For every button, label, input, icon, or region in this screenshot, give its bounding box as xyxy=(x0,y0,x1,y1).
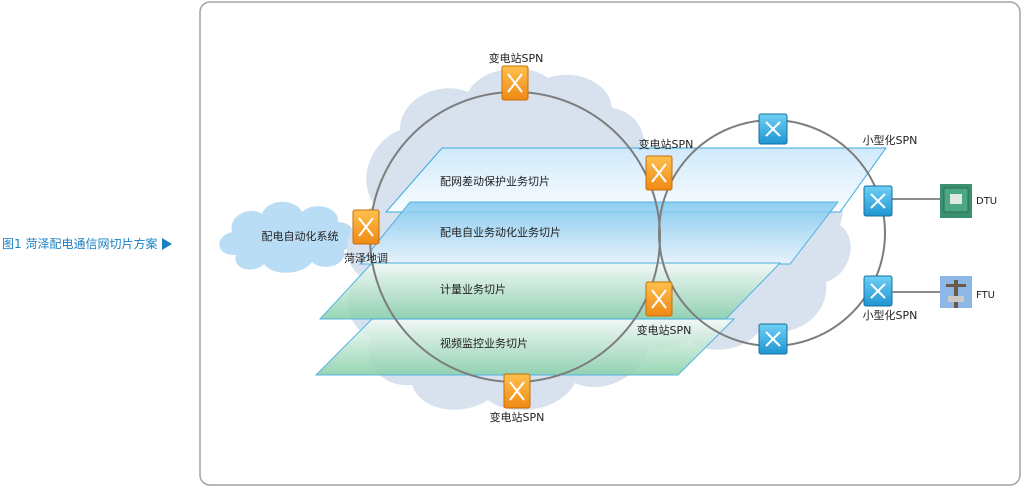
cloud-label: 配电自动化系统 xyxy=(262,229,339,243)
slice-label-4: 视频监控业务切片 xyxy=(440,336,528,350)
ftu-label: FTU xyxy=(976,290,995,301)
lower-right-spn-label: 变电站SPN xyxy=(637,323,692,337)
top-spn-icon xyxy=(501,65,529,101)
slice-label-3: 计量业务切片 xyxy=(440,283,506,296)
blue-spn-devices xyxy=(758,113,893,355)
small-spn-top-icon xyxy=(863,185,893,217)
bottom-spn-icon xyxy=(503,373,531,409)
small-spn-bottom-label: 小型化SPN xyxy=(863,308,918,322)
caption-arrow-icon xyxy=(162,237,173,250)
orange-spn-devices xyxy=(352,65,673,409)
access-top-spn-icon xyxy=(758,113,788,145)
small-spn-top-label: 小型化SPN xyxy=(863,133,918,147)
slice-layers xyxy=(314,147,887,376)
top-spn-label: 变电站SPN xyxy=(489,51,544,65)
lower-right-spn-icon xyxy=(645,281,673,317)
figure-caption-text: 图1 菏泽配电通信网切片方案 xyxy=(2,237,158,251)
slice-plane-1 xyxy=(384,147,887,213)
dtu-label: DTU xyxy=(976,196,997,207)
figure-caption: 图1 菏泽配电通信网切片方案 xyxy=(2,235,173,252)
ftu-photo-icon xyxy=(940,276,972,308)
upper-right-spn-label: 变电站SPN xyxy=(639,137,694,151)
dtu-photo-icon xyxy=(940,184,972,218)
slice-label-1: 配网差动保护业务切片 xyxy=(440,174,550,188)
bottom-spn-label: 变电站SPN xyxy=(490,410,545,424)
slice-plane-4 xyxy=(314,318,736,376)
slice-label-2: 配电自业务动化业务切片 xyxy=(440,225,561,239)
access-bottom-spn-icon xyxy=(758,323,788,355)
dispatch-spn-icon xyxy=(352,209,380,245)
automation-system-cloud xyxy=(219,201,355,273)
small-spn-bottom-icon xyxy=(863,275,893,307)
slice-plane-2 xyxy=(358,201,840,265)
upper-right-spn-icon xyxy=(645,155,673,191)
dispatch-label: 菏泽地调 xyxy=(344,252,388,265)
